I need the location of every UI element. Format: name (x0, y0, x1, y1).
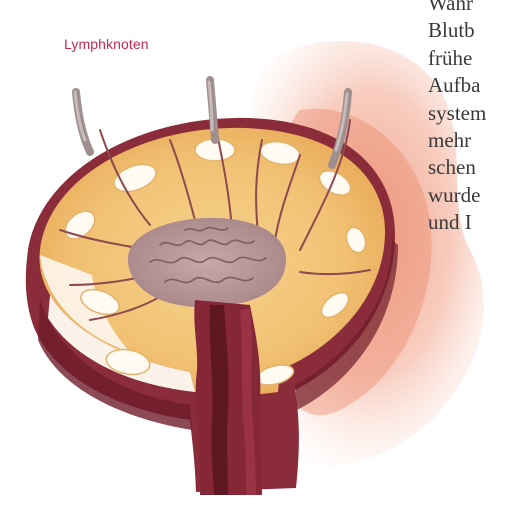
lymph-node-label: Lymphknoten (64, 36, 149, 52)
body-text-fragment: Wahr Blutb frühe Aufba system mehr schen… (428, 0, 486, 237)
text-line: frühe (428, 45, 486, 72)
text-line: mehr (428, 127, 486, 154)
text-line: Blutb (428, 17, 486, 44)
text-line: Wahr (428, 0, 486, 17)
text-line: system (428, 100, 486, 127)
text-line: schen (428, 154, 486, 181)
text-line: und I (428, 209, 486, 236)
text-line: Aufba (428, 72, 486, 99)
medulla (128, 218, 286, 307)
text-line: wurde (428, 182, 486, 209)
